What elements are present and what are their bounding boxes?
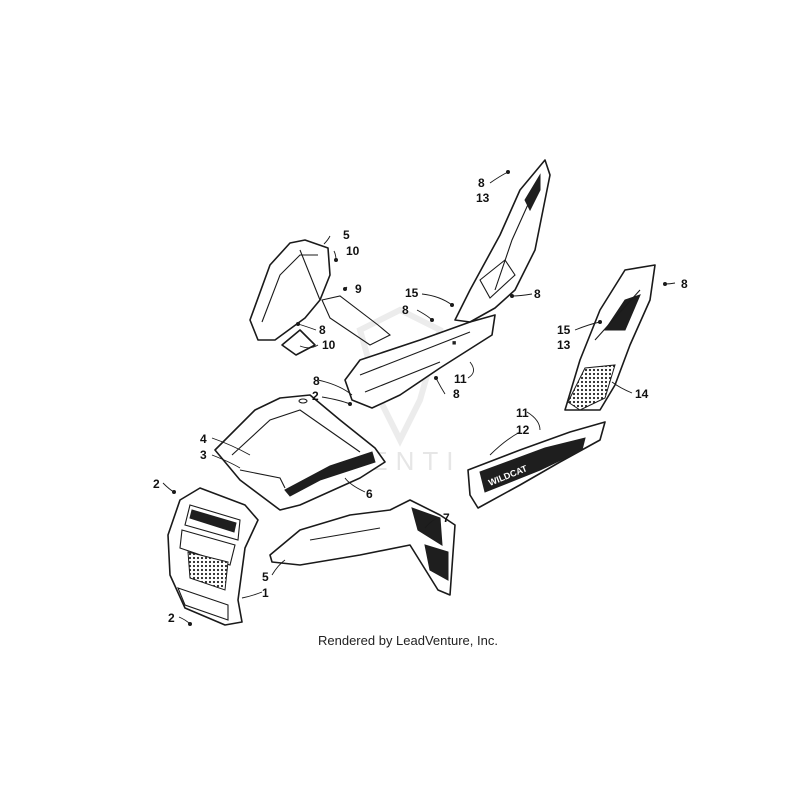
callout-8: 8: [681, 277, 688, 291]
callout-5: 5: [343, 228, 350, 242]
callout-14: 14: [635, 387, 649, 401]
callout-8: 8: [313, 374, 320, 388]
callout-5: 5: [262, 570, 269, 584]
callout-15: 15: [405, 286, 419, 300]
upper-panel-part: [454, 159, 551, 323]
callout-8: 8: [478, 176, 485, 190]
side-pod-part: [249, 239, 331, 356]
front-grille-part: [167, 487, 259, 626]
panel-plate-part: [321, 295, 391, 346]
side-rail-part: ■: [344, 314, 496, 409]
footer-credit: Rendered by LeadVenture, Inc.: [318, 633, 498, 648]
callout-1: 1: [262, 586, 269, 600]
callout-8: 8: [319, 323, 326, 337]
right-panel-part: [564, 264, 656, 411]
callout-4: 4: [200, 432, 207, 446]
callout-13: 13: [557, 338, 571, 352]
callout-11: 11: [454, 372, 467, 386]
callout-10: 10: [322, 338, 336, 352]
callout-10: 10: [346, 244, 360, 258]
leader-lines: [162, 171, 676, 625]
callout-3: 3: [200, 448, 207, 462]
callout-12: 12: [516, 423, 530, 437]
callout-2: 2: [153, 477, 160, 491]
svg-text:■: ■: [452, 340, 456, 347]
callout-9: 9: [355, 282, 362, 296]
callout-2: 2: [312, 389, 319, 403]
callouts: 1 2 2 2 3 4 5 5 6 7 8 8 8 8 8 8 8 9 10 1…: [153, 176, 688, 625]
callout-8: 8: [402, 303, 409, 317]
callout-7: 7: [443, 511, 450, 525]
fender-part: [269, 499, 456, 596]
lower-right-panel-part: WILDCAT: [467, 421, 606, 509]
callout-8: 8: [534, 287, 541, 301]
hood-part: [214, 394, 386, 511]
callout-13: 13: [476, 191, 490, 205]
callout-11: 11: [516, 406, 529, 420]
callout-2: 2: [168, 611, 175, 625]
callout-15: 15: [557, 323, 571, 337]
callout-6: 6: [366, 487, 373, 501]
callout-8: 8: [453, 387, 460, 401]
